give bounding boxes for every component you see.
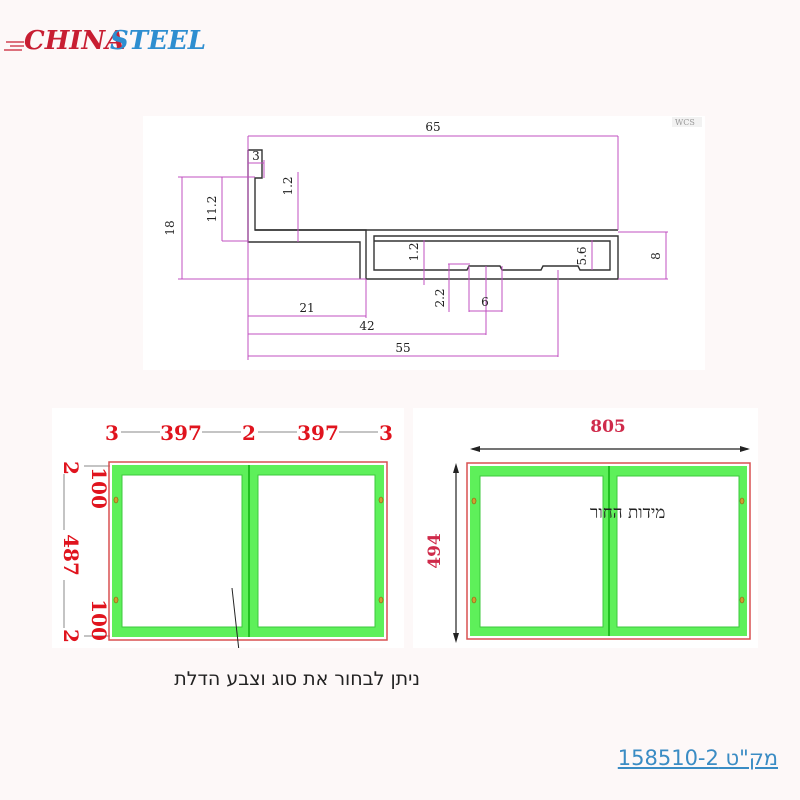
dim-55: 55 [395,341,410,355]
door-front-view: 3 397 2 397 3 2 100 487 100 2 [52,408,404,668]
hole-width-805: 805 [590,417,626,437]
height-dim-2-top: 2 [59,461,83,475]
dim-1-2-bottom: 1.2 [407,242,421,261]
width-dim-3-left: 3 [105,421,119,445]
profile-cross-section-drawing: 65 3 18 11.2 1.2 1.2 5.6 8 2.2 6 21 42 5… [143,116,705,370]
sku-link[interactable]: מק"ט 158510-2 [617,746,778,770]
door-options-caption: ניתן לבחור את סוג וצבע הדלת [174,668,420,690]
dim-18: 18 [163,220,177,235]
hole-height-494: 494 [425,533,445,569]
dim-21: 21 [299,301,314,315]
dim-65: 65 [425,120,440,134]
dim-3: 3 [252,149,260,163]
width-dim-397-left: 397 [160,421,202,445]
dim-5-6: 5.6 [575,246,589,265]
dimension-lines [178,135,668,360]
hinge-icons [471,497,745,604]
wcs-watermark: WCS [675,118,695,127]
dim-8: 8 [649,252,663,260]
china-steel-logo: CHINA STEEL [0,12,210,56]
dim-42: 42 [359,319,374,333]
dim-1-2-top: 1.2 [281,176,295,195]
width-dim-397-right: 397 [297,421,339,445]
hinge-icons [113,496,384,604]
profile-outline [247,149,619,280]
dim-2-2: 2.2 [433,288,447,307]
width-dim-3-right: 3 [379,421,393,445]
speed-lines-icon [4,41,24,51]
logo-steel: STEEL [110,26,206,56]
height-dim-100-bottom: 100 [87,599,111,641]
width-dim-2-mid: 2 [242,421,256,445]
hole-dimensions-view: 805 494 מידות החור [413,408,758,648]
dim-11-2: 11.2 [205,196,219,223]
height-dim-2-bottom: 2 [59,629,83,643]
logo-china: CHINA [24,26,125,56]
height-dim-487: 487 [59,534,83,576]
height-dim-100-top: 100 [87,467,111,509]
hole-dimensions-label: מידות החור [590,503,665,523]
dim-6: 6 [481,295,489,309]
